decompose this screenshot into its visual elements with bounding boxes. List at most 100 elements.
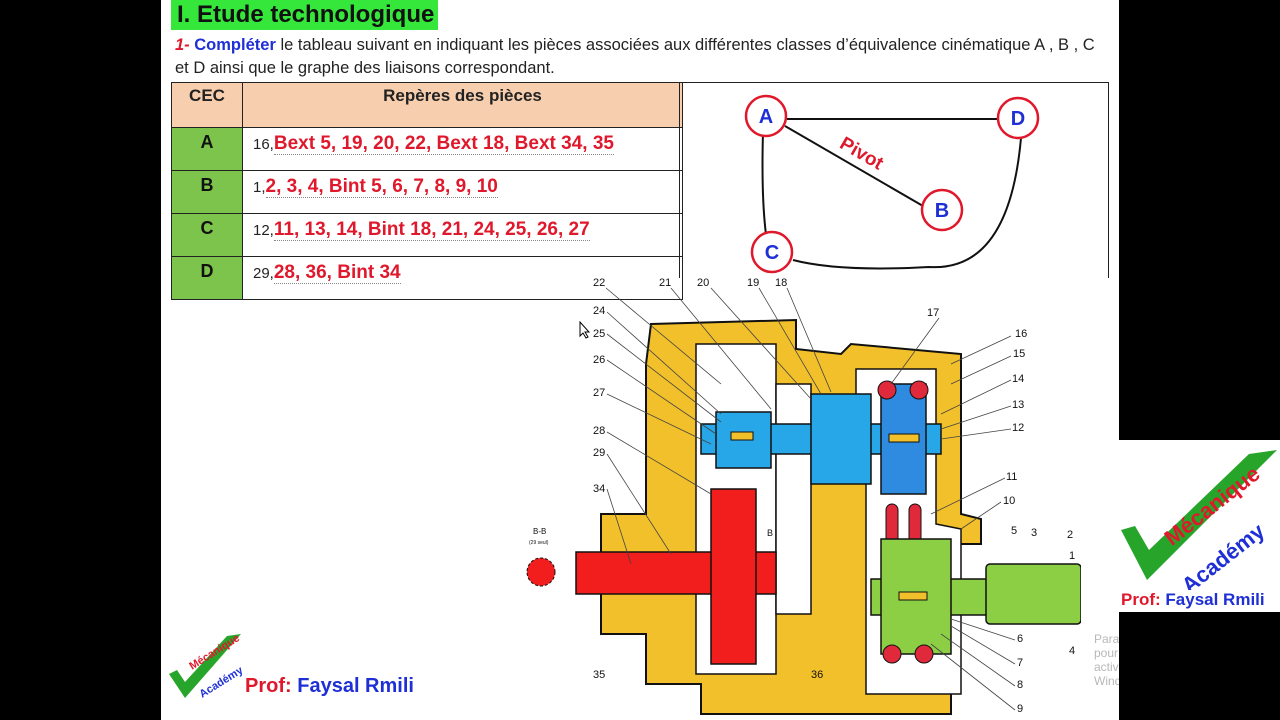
table-row: C 12,11, 13, 14, Bint 18, 21, 24, 25, 26… [171,213,683,257]
answer-pieces: 11, 13, 14, Bint 18, 21, 24, 25, 26, 27 [273,219,590,241]
part-label: 5 [1011,525,1017,537]
part-label: 9 [1017,703,1023,715]
part-label: 27 [593,387,605,399]
section-title: I. Etude technologique [171,0,439,30]
node-a-label: A [759,106,773,128]
leader-lines [605,287,1016,711]
side-prof-credit: Prof: Faysal Rmili [1121,590,1265,610]
graph-frame [679,82,1109,278]
activation-watermark: Paramètres pour activer Windows. [1094,632,1119,688]
mechanical-drawing: B-B (29 seul) B 22 21 20 19 18 24 25 26 … [526,277,1081,715]
part-label: 20 [697,277,709,289]
belt-bottom-1 [882,644,902,664]
side-prof-prefix: Prof: [1121,590,1161,609]
part-label: 15 [1013,348,1025,360]
side-branding: Mécanique Académy Prof: Faysal Rmili [1119,440,1280,612]
link-a-c [761,131,768,243]
part-label: 16 [1015,328,1027,340]
link-d-c [792,137,1022,270]
table-header-row: CEC Repères des pièces [171,82,683,128]
node-c: C [750,230,794,274]
part-label: 6 [1017,633,1023,645]
header-reperes: Repères des pièces [242,82,683,128]
side-logo: Mécanique Académy [1121,450,1277,598]
section-bb-label: B-B [533,527,546,536]
part-label: 4 [1069,645,1075,657]
part-label: 8 [1017,679,1023,691]
answer-pieces: Bext 5, 19, 20, 22, Bext 18, Bext 34, 35 [273,133,614,155]
node-b-label: B [935,200,949,222]
given-piece: 12, [253,222,274,239]
part-label: 17 [927,307,939,319]
side-prof-name: Faysal Rmili [1165,590,1265,609]
answer-pieces: 2, 3, 4, Bint 5, 6, 7, 8, 9, 10 [265,176,498,198]
pieces-cell: 1,2, 3, 4, Bint 5, 6, 7, 8, 9, 10 [242,170,683,214]
section-b-mark: B [767,528,773,538]
header-cec: CEC [171,82,243,128]
side-logo-check-icon [1121,450,1277,580]
section-bb-gear [526,557,556,587]
academy-logo: Mécanique Académy [169,632,246,701]
prof-name: Faysal Rmili [297,675,414,697]
cec-class: A [171,127,243,171]
belt-top-2 [909,380,929,400]
part-label: 24 [593,305,605,317]
part-label: 34 [593,483,605,495]
answer-pieces: 28, 36, Bint 34 [273,262,401,284]
green-handle [985,563,1081,625]
prof-prefix: Prof: [245,675,292,697]
pieces-cell: 29,28, 36, Bint 34 [242,256,683,300]
document-page: I. Etude technologique 1- Compléter le t… [161,0,1119,720]
part-label: 26 [593,354,605,366]
part-label: 11 [1006,471,1017,483]
part-label: 2 [1067,529,1073,541]
part-label: 10 [1003,495,1015,507]
key-blue [730,431,754,441]
part-label: 13 [1012,399,1024,411]
belt-top-1 [877,380,897,400]
logo-check-icon [169,634,241,698]
part-label: 7 [1017,657,1023,669]
liaison-graph: Pivot A D B C [679,82,1109,278]
part-label: 29 [593,447,605,459]
table-row: D 29,28, 36, Bint 34 [171,256,683,300]
question-verb: Compléter [194,36,276,54]
node-d-label: D [1011,108,1025,130]
given-piece: 29, [253,265,274,282]
question-1: 1- Compléter le tableau suivant en indiq… [175,34,1105,80]
mouse-cursor-icon [579,321,591,339]
given-piece: 1, [253,179,266,196]
link-a-b [784,125,924,207]
part-label: 28 [593,425,605,437]
node-c-label: C [765,242,779,264]
table-row: A 16,Bext 5, 19, 20, 22, Bext 18, Bext 3… [171,127,683,171]
key-green [898,591,928,601]
node-b: B [920,188,964,232]
node-d: D [996,96,1040,140]
part-label: 36 [811,669,823,681]
part-label: 18 [775,277,787,289]
pieces-cell: 16,Bext 5, 19, 20, 22, Bext 18, Bext 34,… [242,127,683,171]
part-label: 1 [1069,550,1075,562]
key-pulley [888,433,920,443]
part-label: 19 [747,277,759,289]
table-row: B 1,2, 3, 4, Bint 5, 6, 7, 8, 9, 10 [171,170,683,214]
pieces-cell: 12,11, 13, 14, Bint 18, 21, 24, 25, 26, … [242,213,683,257]
cec-table: CEC Repères des pièces A 16,Bext 5, 19, … [171,82,683,300]
part-label: 22 [593,277,605,289]
part-label: 3 [1031,527,1037,539]
belt-bottom-2 [914,644,934,664]
question-number: 1- [175,36,190,54]
cec-class: B [171,170,243,214]
section-bb-note: (29 seul) [529,540,549,546]
red-gear [710,488,757,665]
part-label: 35 [593,669,605,681]
part-label: 25 [593,328,605,340]
part-label: 12 [1012,422,1024,434]
part-label: 21 [659,277,671,289]
housing-cavity-mid [775,383,812,615]
node-a: A [744,94,788,138]
blue-collar [810,393,872,485]
given-piece: 16, [253,136,274,153]
prof-credit: Prof: Faysal Rmili [245,675,414,698]
